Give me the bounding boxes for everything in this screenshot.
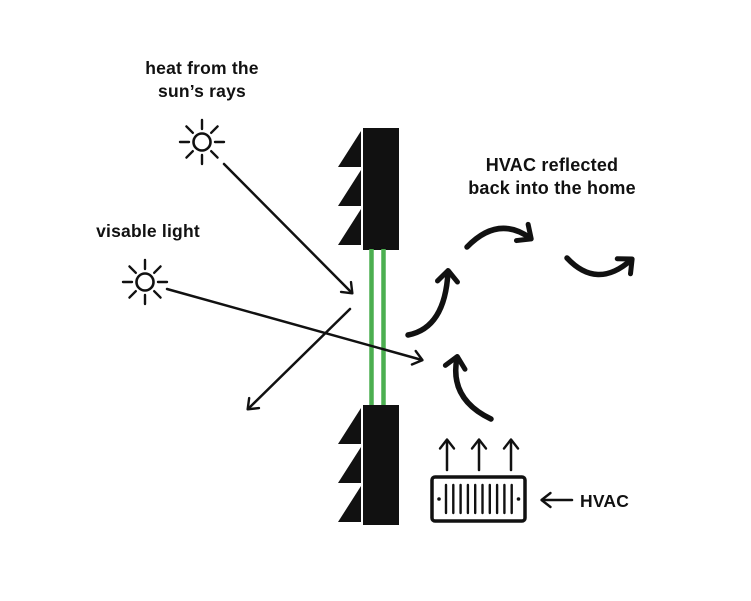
sun-icon: [178, 118, 226, 166]
window-glass-panes: [369, 249, 386, 406]
reflected-ray-arrow: [246, 307, 352, 411]
window-frame-bottom: [338, 405, 399, 525]
sun-icon: [121, 258, 169, 306]
hvac-label: HVAC: [580, 491, 629, 511]
heat-label-line1: heat from the: [145, 58, 259, 78]
hvac-reflected-label-line2: back into the home: [468, 178, 636, 198]
hvac-vent-icon: [430, 438, 527, 523]
reflected-air-curve-arrow-2: [464, 221, 534, 250]
heat-ray-arrow: [222, 162, 354, 295]
reflected-air-curve-arrow-3: [564, 255, 635, 278]
window-frame-top: [338, 128, 399, 250]
visible-light-label: visable light: [96, 221, 200, 241]
visible-light-arrow: [165, 287, 424, 366]
hvac-reflected-label-line1: HVAC reflected: [486, 155, 619, 175]
reflected-air-curve-arrow-1: [405, 268, 460, 338]
hvac-air-curve-arrow: [442, 354, 494, 422]
heat-label-line2: sun’s rays: [158, 81, 246, 101]
window-cross-section-icon: [338, 128, 399, 525]
